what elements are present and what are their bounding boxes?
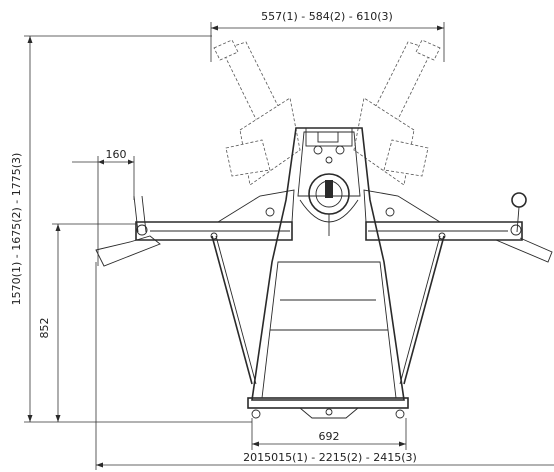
total-height-label: 1570(1) - 1675(2) - 1775(3) (10, 153, 23, 306)
arm-offset-label: 160 (106, 148, 127, 161)
machine-frame (247, 127, 409, 419)
dimension-table-height: 852 (38, 223, 136, 422)
dimension-arm-offset: 160 (72, 148, 135, 266)
base-width-label: 692 (319, 430, 340, 443)
raised-arm-left (213, 39, 301, 186)
dimension-top-width: 557(1) - 584(2) - 610(3) (210, 10, 445, 62)
top-width-label: 557(1) - 584(2) - 610(3) (261, 10, 393, 23)
raised-arm-right (353, 39, 441, 186)
total-width-label: 2015015(1) - 2215(2) - 2415(3) (243, 451, 417, 464)
table-height-label: 852 (38, 318, 51, 339)
dimension-total-width: 2015015(1) - 2215(2) - 2415(3) (95, 262, 554, 470)
right-table (363, 189, 553, 263)
left-table (95, 189, 295, 267)
dimension-total-height: 1570(1) - 1675(2) - 1775(3) (10, 35, 252, 423)
gas-strut-right (399, 232, 446, 385)
dimension-base-width: 692 (251, 418, 407, 450)
gas-strut-left (210, 232, 257, 385)
handwheel (299, 145, 359, 236)
